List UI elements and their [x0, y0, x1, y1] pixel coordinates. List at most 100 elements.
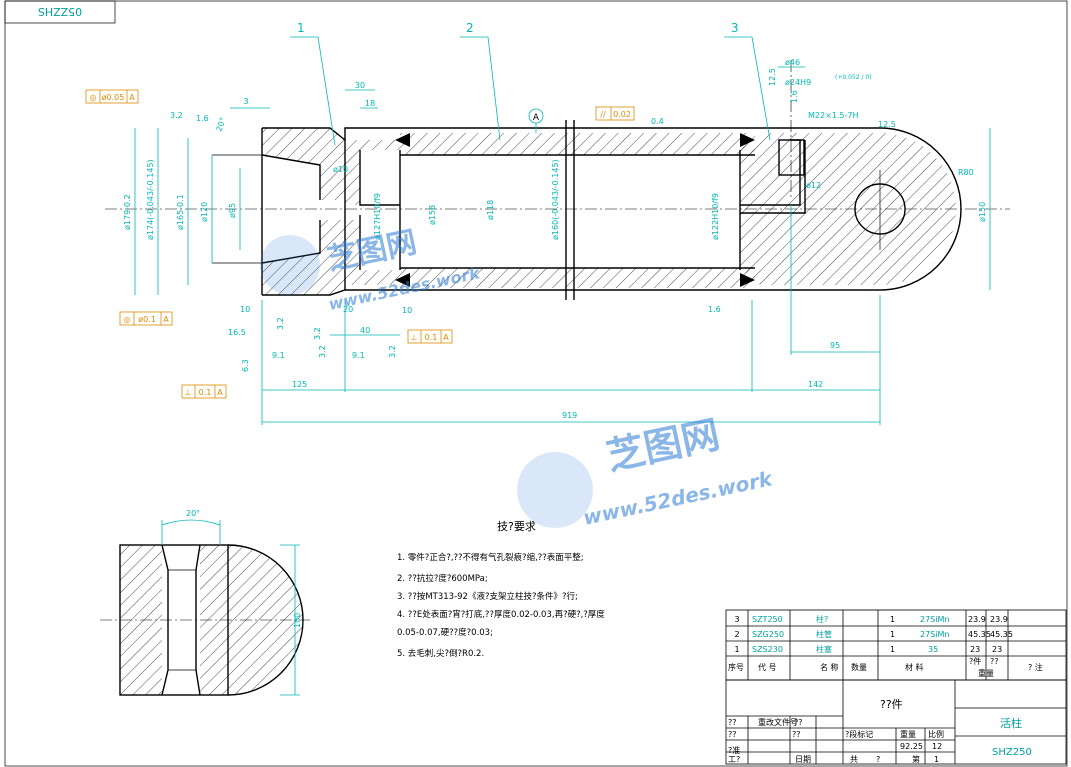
watermark-2: 芝图网 www.52des.work [517, 412, 776, 530]
svg-text:??: ?? [794, 718, 803, 727]
svg-text:20: 20 [343, 305, 353, 314]
svg-text:M22×1.5-7H: M22×1.5-7H [808, 111, 859, 120]
svg-text:12.5: 12.5 [878, 120, 896, 129]
note-4: 4. ??E处表面?宵?打底,??厚度0.02-0.03,再?硬?,?厚度 [397, 609, 605, 620]
svg-text:27SiMn: 27SiMn [920, 615, 949, 624]
svg-text:SZS230: SZS230 [752, 645, 783, 654]
svg-text:10: 10 [240, 305, 250, 314]
svg-text:?段标记: ?段标记 [845, 729, 873, 739]
svg-text:3: 3 [734, 615, 739, 624]
svg-text:⊥: ⊥ [411, 333, 418, 342]
svg-text:ø150: ø150 [978, 202, 987, 222]
svg-text:3.2: 3.2 [170, 111, 183, 120]
svg-text:◎: ◎ [124, 315, 131, 324]
tb-weight: 92.25 [900, 742, 923, 751]
svg-text:ø24H9: ø24H9 [785, 78, 811, 87]
tolerance-frame-1: ◎ ø0.05 A [85, 89, 139, 104]
svg-text:1: 1 [934, 755, 939, 764]
svg-text:?: ? [876, 755, 880, 764]
note-5: 5. 去毛刺,尖?倒?R0.2. [397, 648, 484, 659]
svg-text:柱管: 柱管 [816, 629, 832, 639]
svg-text:??: ?? [728, 718, 737, 727]
svg-text:1.6: 1.6 [196, 114, 209, 123]
tolerance-frame-5: ⊥ 0.1 A [181, 384, 227, 399]
svg-text:SZG250: SZG250 [752, 630, 784, 639]
svg-text:1: 1 [890, 630, 895, 639]
tolerance-frame-4: ⊥ 0.1 A [407, 329, 453, 344]
svg-text:工?: 工? [728, 755, 740, 764]
svg-text:0.1: 0.1 [425, 333, 438, 342]
svg-text:??: ?? [990, 657, 999, 666]
note-3: 3. ??按MT313-92《液?支架立柱技?条件》?行; [397, 591, 578, 602]
svg-text:30: 30 [355, 81, 365, 90]
svg-text:ø174(-0.043/-0.145): ø174(-0.043/-0.145) [146, 159, 155, 240]
hatch-tube-bottom [400, 268, 755, 288]
svg-text:ø120: ø120 [200, 202, 209, 222]
svg-text://: // [600, 110, 606, 119]
bom-row-1: 1 SZS230 柱塞 1 35 23 23 [734, 644, 1002, 654]
dim-top: 30 18 3 3.2 1.6 20° ø46 ø24H9 (+0.052 / … [170, 58, 974, 190]
hatch-plunger-top [345, 140, 400, 205]
svg-text:ø158: ø158 [428, 205, 437, 225]
svg-text:重量: 重量 [978, 668, 994, 678]
svg-text:3: 3 [243, 97, 248, 106]
svg-text:0.02: 0.02 [613, 110, 631, 119]
svg-text:2: 2 [466, 21, 474, 35]
note-4b: 0.05-0.07,硬??度?0.03; [397, 627, 493, 638]
svg-text:比例: 比例 [928, 729, 944, 739]
svg-text:ø95: ø95 [228, 203, 237, 218]
svg-text:18: 18 [365, 99, 375, 108]
corner-code: 05ZZHS [38, 5, 82, 18]
svg-text:ø12: ø12 [806, 181, 821, 190]
title-block: ??件 活柱 SHZ250 ?? 重改文件号 ?? ?? ?? ?准 工? 日期… [725, 679, 1067, 765]
svg-text:序号: 序号 [728, 662, 744, 672]
svg-text:R80: R80 [958, 168, 974, 177]
svg-text:35: 35 [928, 645, 938, 654]
svg-text:142: 142 [808, 380, 823, 389]
svg-text:1.6: 1.6 [708, 305, 721, 314]
svg-text:ø0.1: ø0.1 [138, 315, 156, 324]
svg-text:ø179-0.2: ø179-0.2 [123, 194, 132, 230]
svg-text:1: 1 [297, 21, 305, 35]
svg-text:3: 3 [731, 21, 739, 35]
svg-text:12.5: 12.5 [768, 68, 777, 86]
svg-text:919: 919 [562, 411, 577, 420]
svg-text:A: A [533, 113, 540, 123]
svg-text:A: A [163, 315, 169, 324]
svg-text:? 注: ? 注 [1028, 662, 1043, 672]
svg-text:SZT250: SZT250 [752, 615, 783, 624]
hatch-tube-top [400, 133, 755, 155]
svg-text:95: 95 [830, 341, 840, 350]
svg-text:20°: 20° [186, 509, 200, 518]
svg-text:ø160(-0.043/-0.145): ø160(-0.043/-0.145) [551, 159, 560, 240]
tolerance-frame-3: // 0.02 [595, 106, 635, 121]
balloon-1: 1 [290, 21, 336, 146]
svg-text:代 号: 代 号 [758, 662, 777, 672]
bom-row-2: 2 SZG250 柱管 1 27SiMn 45.35 45.35 [734, 629, 1012, 639]
detail-section-view: 20° 100 [100, 509, 310, 696]
svg-text:9.1: 9.1 [272, 351, 285, 360]
svg-text:ø127H10/f9: ø127H10/f9 [373, 193, 382, 240]
part-name: 活柱 [1000, 716, 1022, 730]
svg-text:名 称: 名 称 [820, 662, 839, 672]
balloon-3: 3 [724, 21, 771, 141]
svg-text:23: 23 [992, 645, 1002, 654]
svg-text:柱?: 柱? [816, 614, 828, 624]
svg-text:20°: 20° [214, 116, 227, 132]
note-2: 2. ??抗拉?度?600MPa; [397, 573, 488, 584]
watermark-1: 芝图网 www.52des.work [260, 225, 483, 314]
svg-text:日期: 日期 [795, 755, 811, 764]
svg-text:125: 125 [292, 380, 307, 389]
hatch-left-bottom [262, 220, 345, 295]
svg-text:??: ?? [792, 730, 801, 739]
svg-text:A: A [217, 388, 223, 397]
svg-text:40: 40 [360, 326, 370, 335]
svg-text:23.9: 23.9 [968, 615, 986, 624]
svg-text:45.35: 45.35 [968, 630, 991, 639]
hatch-head [740, 133, 956, 285]
svg-text:1.6: 1.6 [790, 90, 799, 103]
svg-text:◎: ◎ [90, 93, 97, 102]
svg-text:材 料: 材 料 [905, 662, 924, 672]
svg-text:10: 10 [402, 306, 412, 315]
bom-header: 序号 代 号 名 称 数量 材 料 ?件 ?? 重量 ? 注 [728, 656, 1043, 678]
